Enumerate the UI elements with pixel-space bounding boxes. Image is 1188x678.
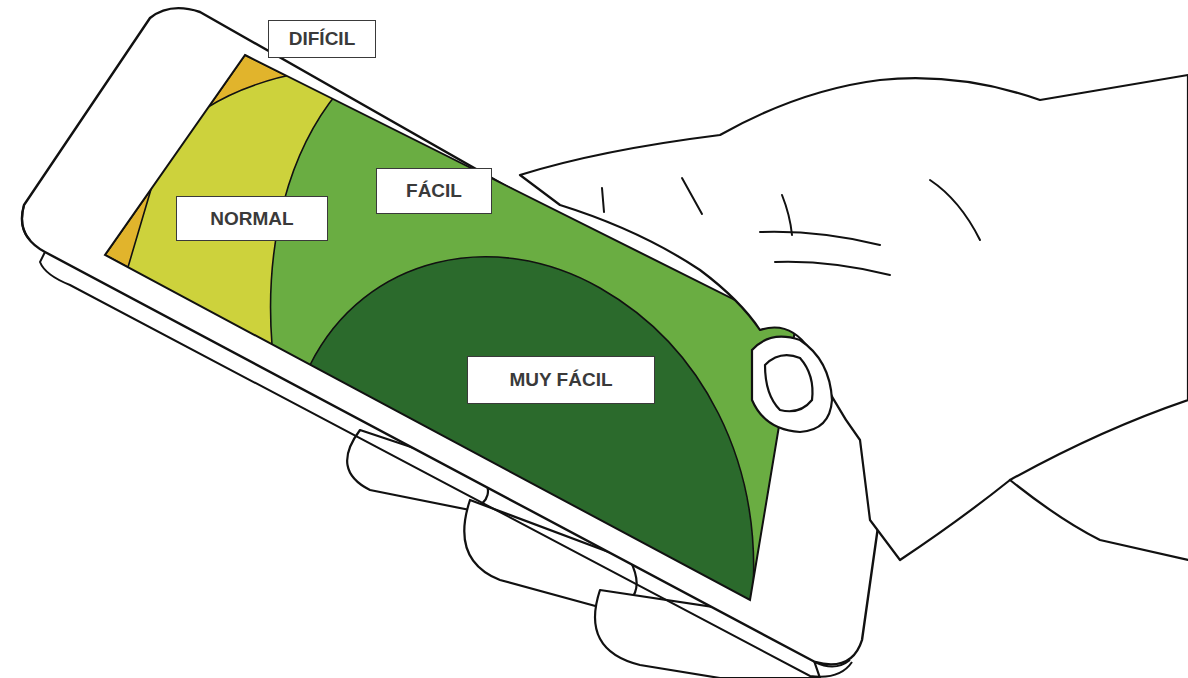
zone-label-text: FÁCIL [406, 180, 462, 202]
hand-creases [602, 178, 980, 275]
screen-border [105, 55, 795, 600]
zone-label: NORMAL [176, 196, 328, 241]
zone-label: DIFÍCIL [268, 20, 376, 58]
zone-label-text: DIFÍCIL [289, 28, 356, 50]
zone-label: FÁCIL [376, 168, 492, 214]
zone-label: MUY FÁCIL [467, 356, 655, 404]
zone-label-text: MUY FÁCIL [509, 369, 612, 391]
hand [520, 75, 1188, 560]
zone-very-easy [310, 257, 754, 640]
zone-label-text: NORMAL [210, 208, 293, 230]
